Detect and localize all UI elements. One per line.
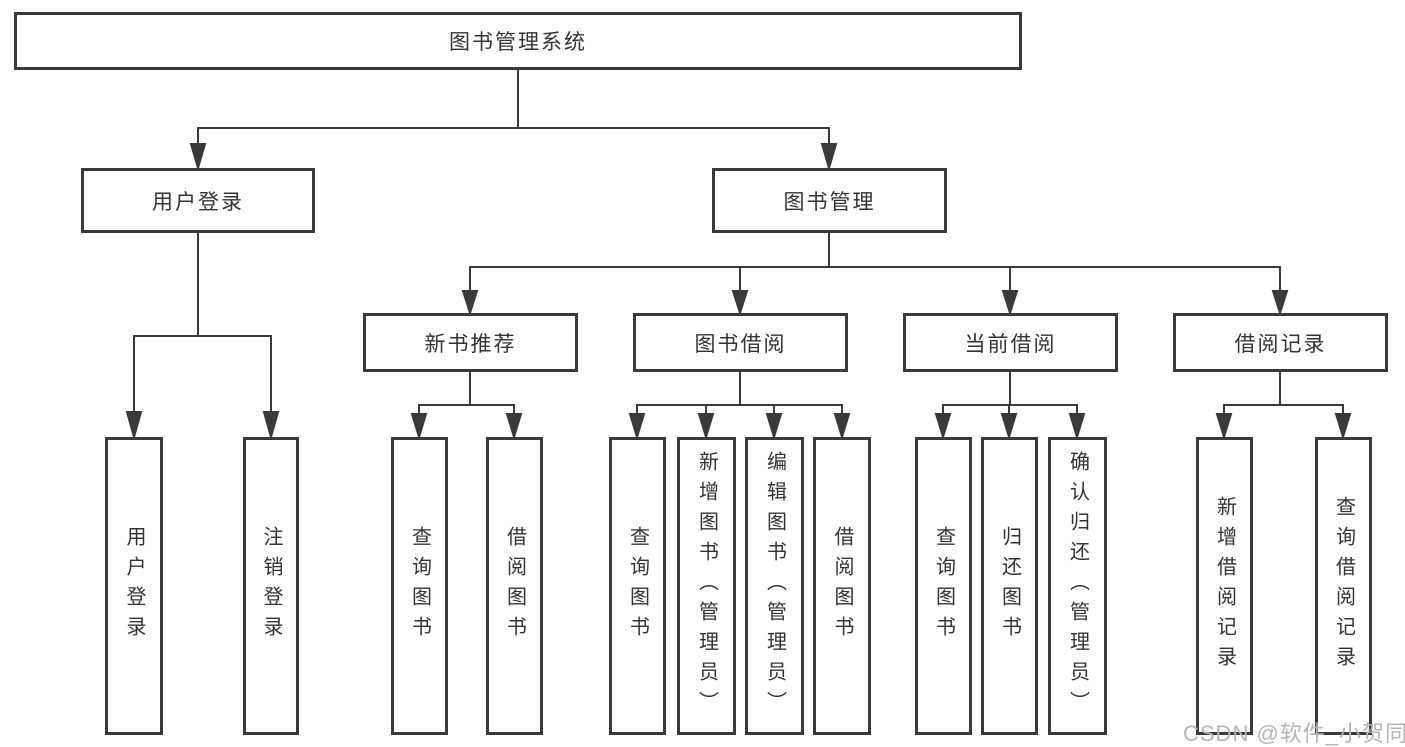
node-label: 查询借阅记录 <box>1332 496 1355 676</box>
arrow-down-icon <box>1334 413 1352 441</box>
node-label: 编辑图书（管理员） <box>763 451 786 721</box>
node-label: 查询图书 <box>408 526 431 646</box>
csdn-watermark: CSDN @软件_小贺同学 <box>1183 721 1405 746</box>
node-label: 查询图书 <box>932 526 955 646</box>
arrow-down-icon <box>262 411 280 441</box>
node-label: 新增借阅记录 <box>1213 496 1236 676</box>
node-logout: 注销登录 <box>243 437 299 735</box>
arrow-down-icon <box>765 413 783 441</box>
node-label: 用户登录 <box>123 526 145 646</box>
arrow-down-icon <box>125 411 143 441</box>
arrow-down-icon <box>1215 413 1233 441</box>
node-label: 注销登录 <box>260 526 282 646</box>
node-current-borrowing: 当前借阅 <box>903 313 1118 372</box>
node-library-management-system: 图书管理系统 <box>14 12 1022 70</box>
node-query-borrow-record: 查询借阅记录 <box>1315 437 1372 735</box>
arrow-down-icon <box>189 143 207 172</box>
arrow-down-icon <box>1068 413 1086 441</box>
node-user-login: 用户登录 <box>81 168 315 233</box>
node-query-books: 查询图书 <box>609 437 666 735</box>
arrow-down-icon <box>697 413 715 441</box>
node-label: 用户登录 <box>152 190 244 214</box>
node-new-book-recommendation: 新书推荐 <box>363 313 578 372</box>
node-query-books: 查询图书 <box>391 437 448 735</box>
node-label: 借阅图书 <box>831 526 853 646</box>
arrow-down-icon <box>833 413 851 441</box>
node-label: 图书借阅 <box>694 332 787 356</box>
node-confirm-return-admin: 确认归还（管理员） <box>1048 437 1107 735</box>
arrow-down-icon <box>1000 413 1018 441</box>
node-add-book-admin: 新增图书（管理员） <box>677 437 736 735</box>
arrow-down-icon <box>628 413 646 441</box>
node-borrow-books: 借阅图书 <box>486 437 543 735</box>
arrow-down-icon <box>731 290 749 317</box>
arrow-down-icon <box>1001 290 1019 317</box>
node-add-borrow-record: 新增借阅记录 <box>1196 437 1253 735</box>
node-label: 图书管理系统 <box>449 31 587 54</box>
arrow-down-icon <box>505 413 523 441</box>
arrow-down-icon <box>410 413 428 441</box>
node-label: 借阅图书 <box>503 526 526 646</box>
node-label: 图书管理 <box>783 190 876 214</box>
node-label: 确认归还（管理员） <box>1066 451 1089 721</box>
node-label: 归还图书 <box>998 526 1021 646</box>
arrow-down-icon <box>820 143 838 172</box>
node-book-borrowing: 图书借阅 <box>633 313 848 372</box>
node-user-login-leaf: 用户登录 <box>105 437 163 735</box>
arrow-down-icon <box>1271 290 1289 317</box>
node-return-book: 归还图书 <box>981 437 1038 735</box>
node-edit-book-admin: 编辑图书（管理员） <box>745 437 804 735</box>
arrow-down-icon <box>934 413 952 441</box>
node-label: 新书推荐 <box>424 332 517 356</box>
node-borrowing-records: 借阅记录 <box>1173 313 1388 372</box>
node-label: 当前借阅 <box>964 332 1057 356</box>
node-book-management: 图书管理 <box>712 168 947 233</box>
arrow-down-icon <box>461 290 479 317</box>
node-label: 借阅记录 <box>1234 332 1327 356</box>
node-label: 新增图书（管理员） <box>695 451 718 721</box>
node-label: 查询图书 <box>626 526 649 646</box>
node-query-books: 查询图书 <box>915 437 972 735</box>
node-borrow-books: 借阅图书 <box>813 437 871 735</box>
